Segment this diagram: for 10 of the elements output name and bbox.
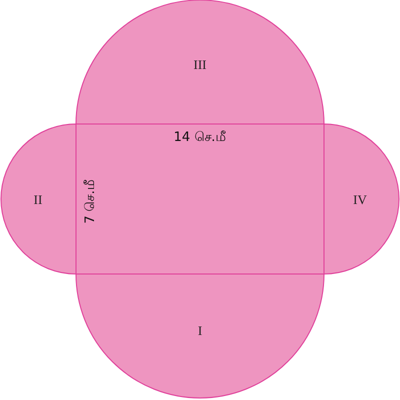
semicircle-shape bbox=[0, 124, 76, 274]
part-label: II bbox=[34, 192, 42, 206]
semicircle-shape bbox=[324, 124, 400, 274]
dimension-label: 7 செ.மீ bbox=[84, 178, 96, 224]
semicircle-shape bbox=[76, 274, 324, 398]
part-label: III bbox=[194, 58, 206, 70]
part-label: I bbox=[198, 324, 202, 336]
part-label: IV bbox=[353, 192, 367, 206]
semicircle-shape bbox=[76, 0, 324, 124]
dimension-label: 14 செ.மீ bbox=[174, 130, 226, 144]
